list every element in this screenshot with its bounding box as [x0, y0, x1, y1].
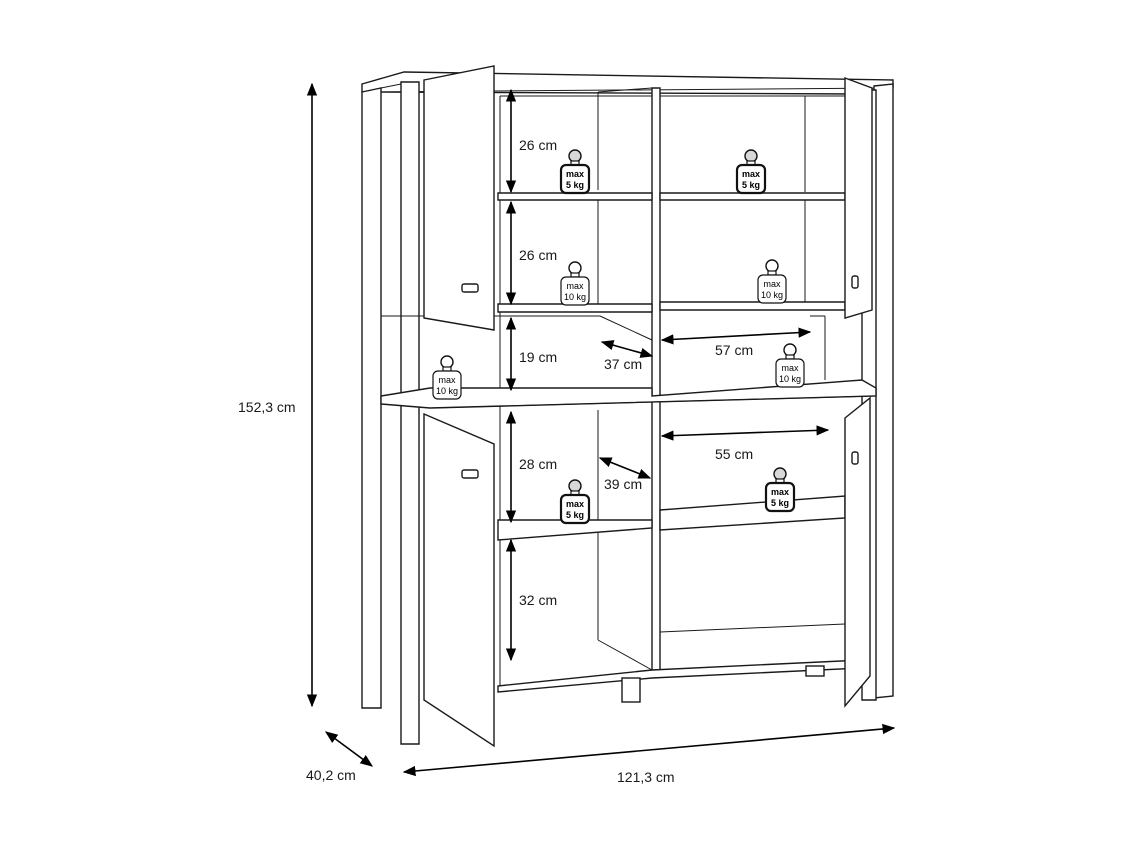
- weight-label-max: max: [742, 169, 760, 179]
- weight-label-kg: 5 kg: [742, 180, 760, 190]
- weight-label-kg: 5 kg: [771, 498, 789, 508]
- label-compartment-lower-bottom: 32 cm: [519, 592, 557, 608]
- label-width-upper: 57 cm: [715, 342, 753, 358]
- door-lower-right: [844, 396, 871, 708]
- door-lower-left: [423, 412, 495, 748]
- weight-label-max: max: [781, 363, 799, 373]
- label-width-lower: 55 cm: [715, 446, 753, 462]
- door-upper-right: [844, 76, 873, 319]
- weight-label-max: max: [566, 169, 584, 179]
- weight-label-max: max: [566, 499, 584, 509]
- label-compartment-open-niche: 19 cm: [519, 349, 557, 365]
- label-compartment-upper-top: 26 cm: [519, 137, 557, 153]
- label-depth-lower: 39 cm: [604, 476, 642, 492]
- weight-label-max: max: [771, 487, 789, 497]
- label-depth-upper: 37 cm: [604, 356, 642, 372]
- weight-label-max: max: [438, 375, 456, 385]
- weight-label-kg: 5 kg: [566, 180, 584, 190]
- door-upper-left: [423, 65, 495, 331]
- label-height: 152,3 cm: [238, 399, 296, 415]
- weight-label-kg: 10 kg: [779, 374, 801, 384]
- dimension-arrows: [306, 82, 896, 777]
- label-compartment-lower-top: 28 cm: [519, 456, 557, 472]
- weight-label-max: max: [566, 281, 584, 291]
- weight-label-kg: 10 kg: [564, 292, 586, 302]
- label-width: 121,3 cm: [617, 769, 675, 785]
- weight-label-kg: 10 kg: [436, 386, 458, 396]
- label-compartment-upper-middle: 26 cm: [519, 247, 557, 263]
- label-depth: 40,2 cm: [306, 767, 356, 783]
- weight-label-max: max: [763, 279, 781, 289]
- weight-label-kg: 5 kg: [566, 510, 584, 520]
- weight-label-kg: 10 kg: [761, 290, 783, 300]
